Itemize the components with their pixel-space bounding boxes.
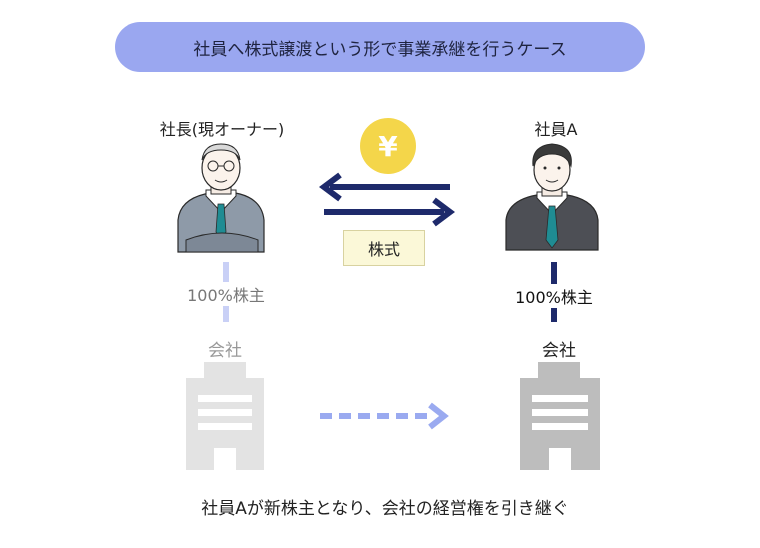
left-share-label: 100%株主 bbox=[185, 282, 267, 306]
succession-arrow bbox=[320, 402, 449, 430]
right-person-label: 社員A bbox=[534, 120, 578, 139]
left-person-label: 社長(現オーナー) bbox=[159, 120, 285, 139]
yen-coin-icon: ¥ bbox=[360, 118, 416, 174]
stock-label-box: 株式 bbox=[343, 230, 425, 266]
title-text: 社員へ株式譲渡という形で事業承継を行うケース bbox=[193, 39, 567, 60]
left-company-building bbox=[186, 362, 264, 470]
employee-illustration bbox=[505, 143, 599, 251]
right-company-label: 会社 bbox=[542, 341, 576, 361]
stock-arrow bbox=[324, 197, 455, 227]
left-company-label: 会社 bbox=[208, 341, 242, 361]
owner-illustration bbox=[177, 143, 265, 253]
right-company-building bbox=[520, 362, 600, 470]
money-arrow bbox=[319, 172, 450, 202]
right-share-label: 100%株主 bbox=[513, 284, 595, 308]
stock-label: 株式 bbox=[367, 240, 400, 259]
caption: 社員Aが新株主となり、会社の経営権を引き継ぐ bbox=[201, 499, 569, 519]
title-banner: 社員へ株式譲渡という形で事業承継を行うケース bbox=[115, 22, 645, 72]
